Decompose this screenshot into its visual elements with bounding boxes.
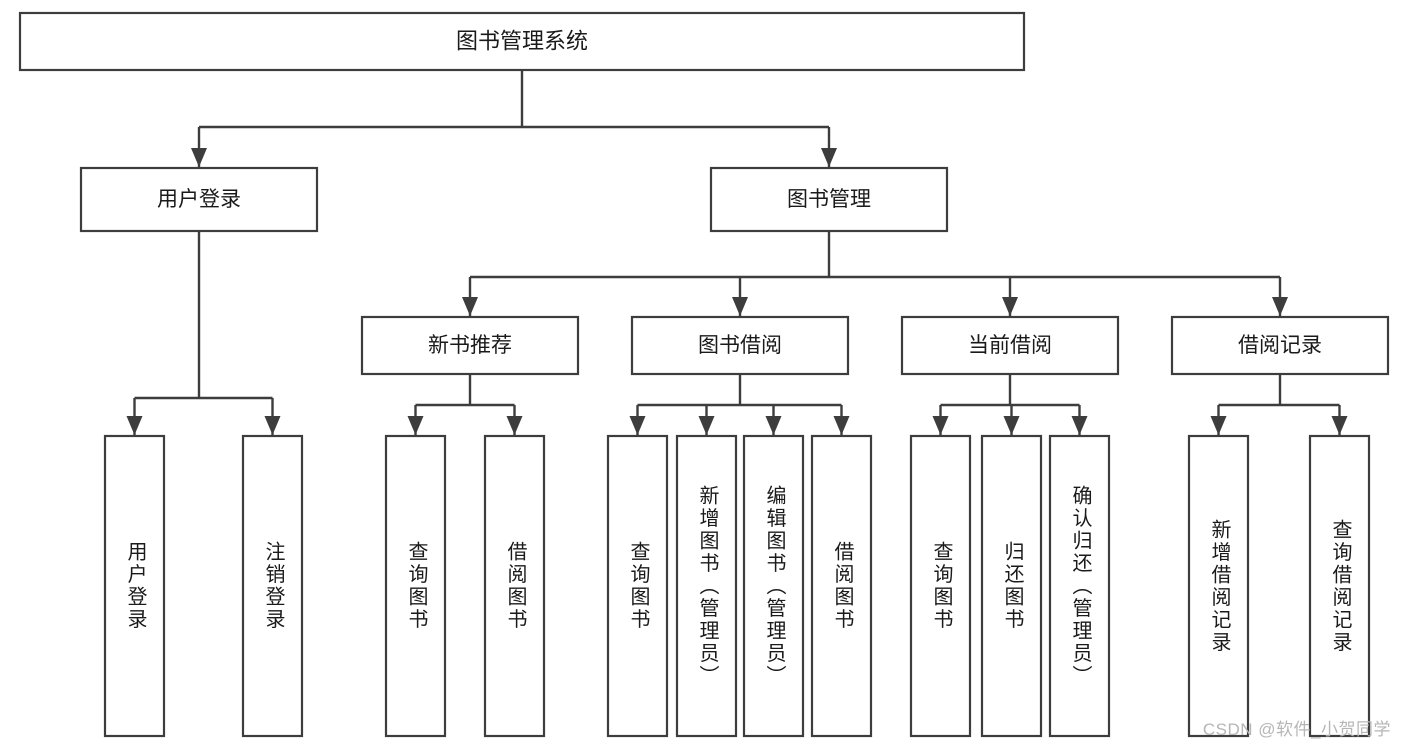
arrow-head-icon bbox=[1071, 416, 1088, 435]
node-label-l3-2: 当前借阅 bbox=[968, 334, 1052, 357]
arrow-head-icon bbox=[629, 416, 646, 435]
leaf-box-2 bbox=[384, 434, 447, 738]
arrow-head-icon bbox=[1331, 416, 1348, 435]
node-label-l3-3: 借阅记录 bbox=[1238, 334, 1322, 357]
arrow-head-icon bbox=[932, 416, 949, 435]
arrow-head-icon bbox=[765, 416, 782, 435]
arrow-head-icon bbox=[506, 416, 523, 435]
leaf-box-5 bbox=[675, 434, 738, 738]
leaf-box-10 bbox=[1048, 434, 1111, 738]
arrow-head-icon bbox=[821, 148, 837, 167]
leaf-box-12 bbox=[1308, 434, 1371, 738]
connector-lines bbox=[126, 70, 1348, 435]
node-label-l2-0: 用户登录 bbox=[157, 188, 241, 211]
arrow-head-icon bbox=[1003, 416, 1020, 435]
node-label-root: 图书管理系统 bbox=[456, 28, 588, 53]
arrow-head-icon bbox=[191, 148, 207, 167]
leaf-box-11 bbox=[1187, 434, 1250, 738]
leaf-box-9 bbox=[980, 434, 1043, 738]
arrow-head-icon bbox=[698, 416, 715, 435]
leaf-box-6 bbox=[742, 434, 805, 738]
node-label-l3-0: 新书推荐 bbox=[428, 334, 512, 357]
node-box-l3-3 bbox=[1170, 315, 1390, 376]
leaf-box-7 bbox=[810, 434, 873, 738]
watermark-text: CSDN @软件_小贺同学 bbox=[1202, 720, 1391, 739]
arrow-head-icon bbox=[126, 416, 143, 435]
node-box-l2-0 bbox=[79, 166, 319, 233]
arrow-head-icon bbox=[462, 297, 478, 316]
leaf-box-4 bbox=[606, 434, 669, 738]
arrow-head-icon bbox=[1272, 297, 1288, 316]
node-box-l3-0 bbox=[360, 315, 580, 376]
node-box-l3-2 bbox=[900, 315, 1120, 376]
arrow-head-icon bbox=[264, 416, 281, 435]
leaf-box-0 bbox=[103, 434, 166, 738]
arrow-head-icon bbox=[1210, 416, 1227, 435]
leaf-box-3 bbox=[483, 434, 546, 738]
node-box-l2-1 bbox=[709, 166, 949, 233]
leaf-box-8 bbox=[909, 434, 972, 738]
node-box-root bbox=[18, 11, 1026, 72]
node-label-l2-1: 图书管理 bbox=[787, 188, 871, 211]
arrow-head-icon bbox=[833, 416, 850, 435]
node-box-l3-1 bbox=[630, 315, 850, 376]
node-boxes bbox=[18, 11, 1390, 738]
node-label-l3-1: 图书借阅 bbox=[698, 334, 782, 357]
arrow-head-icon bbox=[1002, 297, 1018, 316]
leaf-box-1 bbox=[241, 434, 304, 738]
arrow-head-icon bbox=[732, 297, 748, 316]
arrow-head-icon bbox=[407, 416, 424, 435]
